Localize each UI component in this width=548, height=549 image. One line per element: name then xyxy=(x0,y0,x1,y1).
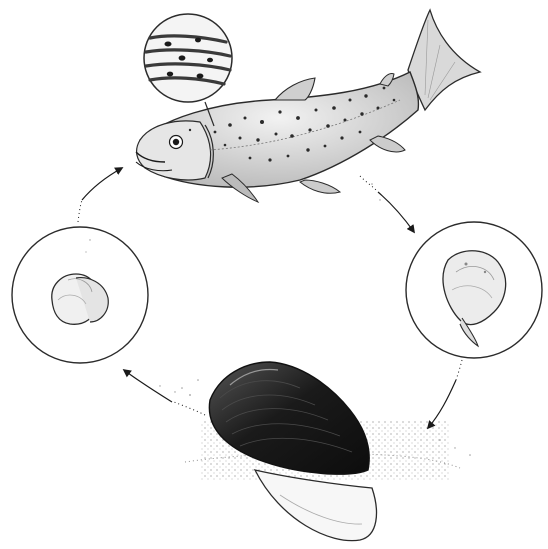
larva-stage xyxy=(12,227,148,363)
arrow-adult-to-larva xyxy=(124,370,172,402)
mussel-foot-icon xyxy=(255,470,376,541)
arrow-fish-to-juvenile xyxy=(378,192,414,232)
juvenile-mussel-stage xyxy=(406,222,542,358)
arrow-larva-to-fish xyxy=(82,168,122,200)
adult-mussel-stage xyxy=(185,362,460,541)
